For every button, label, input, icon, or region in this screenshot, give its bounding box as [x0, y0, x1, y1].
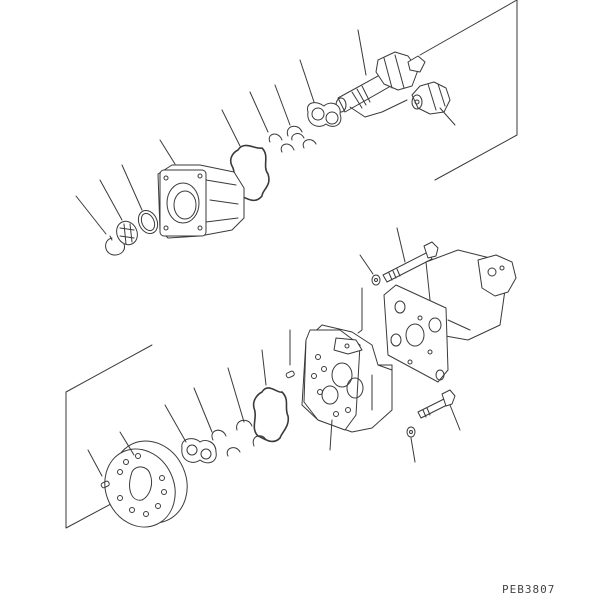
main-pump-body-icon	[383, 249, 517, 383]
driven-gear-icon	[349, 81, 456, 126]
front-housing-icon	[157, 139, 245, 239]
washer-upper-icon	[357, 254, 381, 334]
bolt-upper-icon	[382, 227, 439, 283]
gasket-upper-icon	[221, 109, 270, 202]
rear-cover-icon	[104, 431, 188, 528]
washer-lower-icon	[406, 426, 416, 463]
backup-rings-lower-icon	[193, 367, 267, 457]
gear-housing-icon	[301, 324, 393, 451]
needle-bearing-icon	[99, 179, 138, 246]
dowel-pin-icon	[285, 329, 295, 379]
figure-code-label: PEB3807	[502, 583, 556, 596]
oil-seal-icon	[121, 164, 159, 235]
bolt-lower-icon	[417, 389, 461, 431]
figure-eight-plate-upper-icon	[299, 59, 342, 127]
dowel-pin-lower-icon	[87, 449, 110, 489]
snap-ring-icon	[75, 195, 125, 256]
backup-rings-upper-icon	[249, 84, 317, 153]
gasket-lower-icon	[252, 349, 290, 443]
figure-eight-plate-lower-icon	[164, 404, 217, 464]
drive-shaft-icon	[335, 29, 426, 113]
upper-bracket-lines	[419, 0, 518, 181]
